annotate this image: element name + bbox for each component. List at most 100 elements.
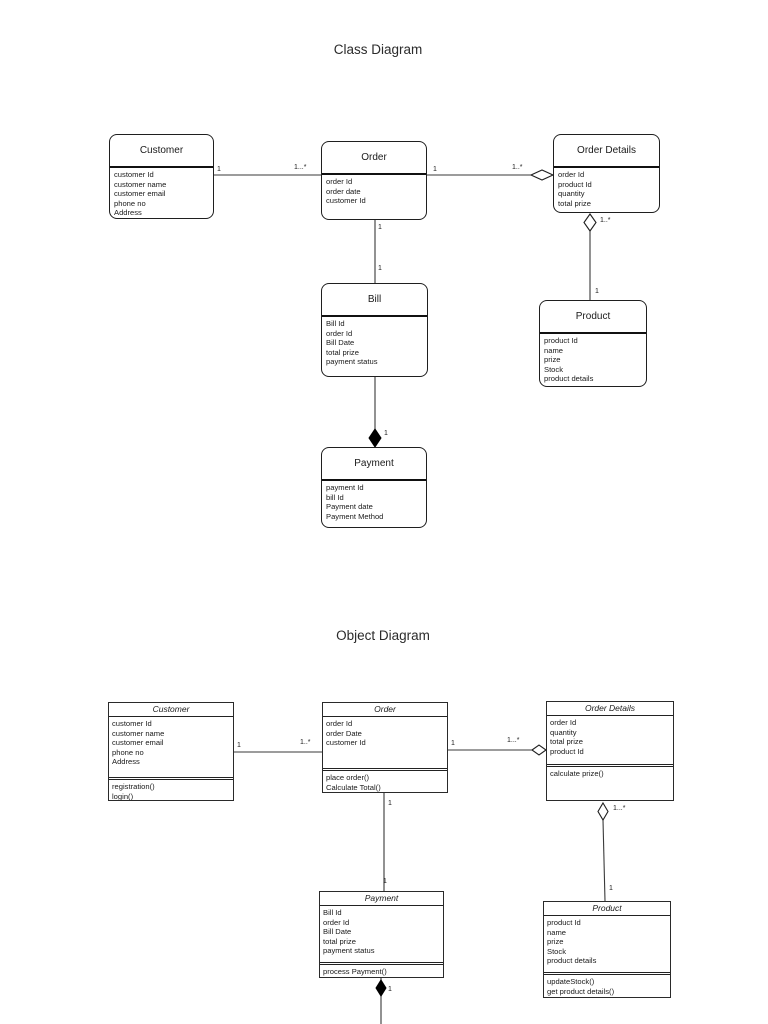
member-line: total prize [558, 198, 591, 208]
class-name: Payment [322, 448, 426, 481]
class-name: Customer [110, 135, 213, 168]
operations-compartment: updateStock()get product details() [544, 974, 670, 997]
aggregation-diamond-icon [597, 801, 609, 822]
multiplicity-label: 1 [237, 742, 241, 749]
member-line: prize [547, 937, 564, 947]
multiplicity-label: 1 [595, 288, 599, 295]
operations-compartment: registration()login() [109, 779, 233, 801]
operations-compartment: place order()Calculate Total() [323, 770, 447, 792]
object-diagram-title: Object Diagram [336, 628, 430, 643]
multiplicity-label: 1 [433, 166, 437, 173]
multiplicity-label: 1 [383, 878, 387, 885]
member-line: phone no [114, 198, 146, 208]
member-line: name [544, 345, 563, 355]
link-orderdetails-product [602, 819, 606, 902]
member-line: quantity [550, 727, 577, 737]
multiplicity-label: 1...* [507, 737, 520, 744]
member-line: login() [112, 791, 134, 801]
member-line: payment status [323, 946, 375, 956]
member-line: phone no [112, 747, 144, 757]
member-line: total prize [550, 737, 583, 747]
member-line: order Id [323, 917, 350, 927]
member-line: calculate prize() [550, 769, 604, 778]
member-line: prize [544, 355, 561, 365]
multiplicity-label: 1 [378, 265, 382, 272]
multiplicity-label: 1...* [613, 805, 626, 812]
multiplicity-label: 1..* [512, 164, 523, 171]
multiplicity-label: 1 [451, 740, 455, 747]
multiplicity-label: 1 [388, 800, 392, 807]
member-line: place order() [326, 773, 370, 782]
member-line: customer Id [326, 738, 366, 748]
class-name: Payment [320, 892, 443, 906]
member-line: total prize [323, 936, 356, 946]
member-line: Bill Date [326, 338, 355, 348]
member-line: Bill Date [323, 927, 352, 937]
member-line: order Id [326, 719, 353, 728]
multiplicity-label: 1 [609, 885, 613, 892]
member-line: Payment date [326, 502, 373, 512]
class-name: Product [544, 902, 670, 916]
class-name: Order [323, 703, 447, 717]
class-name: Order [322, 142, 426, 175]
operations-compartment: process Payment() [320, 964, 443, 977]
member-line: order date [326, 186, 361, 196]
multiplicity-label: 1 [378, 224, 382, 231]
multiplicity-label: 1 [388, 986, 392, 993]
class-name: Order Details [554, 135, 659, 168]
member-line: product details [544, 374, 594, 384]
member-line: customer email [114, 189, 166, 199]
member-line: customer name [114, 179, 167, 189]
member-line: customer email [112, 738, 164, 748]
multiplicity-label: 1..* [300, 739, 311, 746]
class-name: Bill [322, 284, 427, 317]
member-line: customer Id [112, 719, 152, 728]
multiplicity-label: 1..* [600, 217, 611, 224]
member-line: Calculate Total() [326, 782, 381, 792]
member-line: product Id [558, 179, 592, 189]
member-line: Address [112, 757, 140, 767]
multiplicity-label: 1...* [294, 164, 307, 171]
member-line: process Payment() [323, 967, 387, 976]
operations-compartment: calculate prize() [547, 766, 673, 800]
class-name: Product [540, 301, 646, 334]
member-line: order Id [558, 170, 585, 179]
composition-diamond-icon [375, 979, 387, 997]
class-name: Customer [109, 703, 233, 717]
member-line: customer Id [114, 170, 154, 179]
member-line: order Id [326, 328, 353, 338]
member-line: product Id [544, 336, 578, 345]
composition-diamond-icon [368, 428, 382, 448]
class-diagram-title: Class Diagram [333, 42, 423, 57]
member-line: Address [114, 208, 142, 218]
multiplicity-label: 1 [217, 166, 221, 173]
member-line: quantity [558, 189, 585, 199]
member-line: payment Id [326, 483, 364, 492]
member-line: customer Id [326, 196, 366, 206]
member-line: order Id [550, 718, 577, 727]
member-line: updateStock() [547, 977, 595, 986]
member-line: product Id [547, 918, 581, 927]
member-line: total prize [326, 347, 359, 357]
member-line: customer name [112, 728, 165, 738]
aggregation-diamond-icon [583, 213, 597, 232]
